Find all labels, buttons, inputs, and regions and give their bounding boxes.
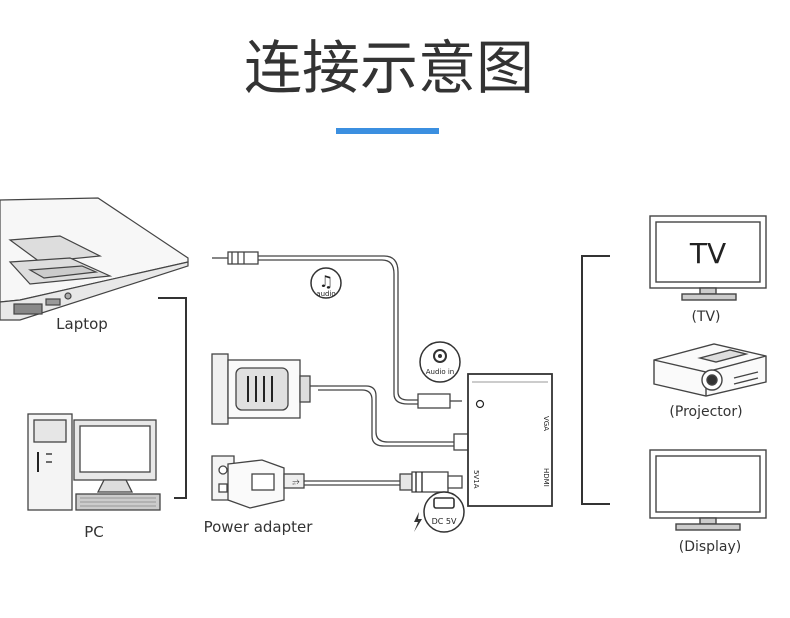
right-bracket [581, 255, 610, 505]
projector-label: (Projector) [669, 404, 742, 420]
music-note-icon: ♫ [319, 272, 333, 291]
adapter-box: VGA HDMI 5V1A [467, 373, 553, 507]
display-illustration [649, 449, 767, 531]
port-label-hdmi: HDMI [542, 468, 550, 487]
projector-illustration [653, 343, 767, 397]
tv-label: (TV) [691, 309, 720, 325]
usb-icon: ⭈ [292, 477, 299, 487]
dc-badge: DC 5V [423, 491, 465, 533]
tv-illustration [649, 215, 767, 301]
audio-badge-label: audio [316, 290, 335, 298]
laptop-illustration [0, 197, 189, 321]
title-underline [336, 128, 439, 134]
port-label-vga: VGA [542, 416, 550, 431]
port-label-5v1a: 5V1A [472, 470, 480, 489]
vga-cable [318, 385, 456, 443]
dc-badge-label: DC 5V [432, 517, 457, 526]
vga-connector [211, 353, 318, 425]
audio-in-label: Audio in [426, 368, 455, 376]
audio-cable [212, 251, 462, 409]
power-adapter-label: Power adapter [204, 518, 314, 536]
headphone-icon [475, 399, 485, 409]
left-bracket [158, 297, 187, 499]
pc-illustration [27, 413, 161, 511]
audio-badge: ♫ audio [310, 267, 342, 299]
lightning-icon [414, 512, 422, 532]
display-label: (Display) [679, 539, 742, 555]
laptop-label: Laptop [56, 315, 108, 333]
page-title: 连接示意图 [244, 34, 534, 102]
tv-screen-label: TV [689, 237, 726, 270]
micro-usb-plug [399, 471, 463, 493]
power-adapter-illustration [211, 455, 305, 509]
pc-label: PC [84, 523, 104, 541]
audio-in-badge: Audio in [419, 341, 461, 383]
